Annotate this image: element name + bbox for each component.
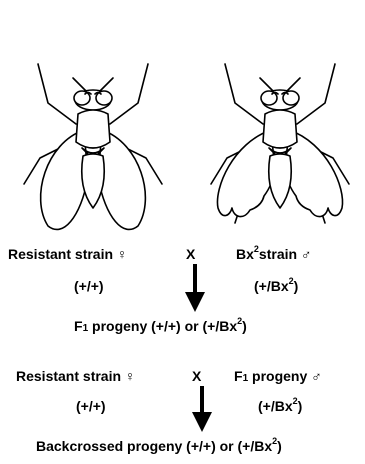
cross1-cross-symbol: X xyxy=(186,246,195,262)
cross1-female-genotype: (+/+) xyxy=(74,278,104,294)
cross1-female-label: Resistant strain ♀ xyxy=(8,246,127,262)
f1-progeny-result: F1 progeny (+/+) or (+/Bx2) xyxy=(74,318,247,337)
wild-type-fly-icon xyxy=(18,58,168,244)
down-arrow-icon xyxy=(190,386,214,432)
bx2-mutant-fly-icon xyxy=(200,58,360,244)
cross2-cross-symbol: X xyxy=(192,368,201,384)
cross2-female-genotype: (+/+) xyxy=(76,398,106,414)
cross2-male-label: F1 progeny ♂ xyxy=(234,368,322,387)
cross2-male-genotype: (+/Bx2) xyxy=(258,398,302,414)
down-arrow-icon xyxy=(183,264,207,312)
cross2-female-label: Resistant strain ♀ xyxy=(16,368,135,384)
backcrossed-progeny-result: Backcrossed progeny (+/+) or (+/Bx2) xyxy=(36,438,282,454)
cross1-male-label: Bx2strain ♂ xyxy=(236,246,311,262)
cross1-male-genotype: (+/Bx2) xyxy=(254,278,298,294)
